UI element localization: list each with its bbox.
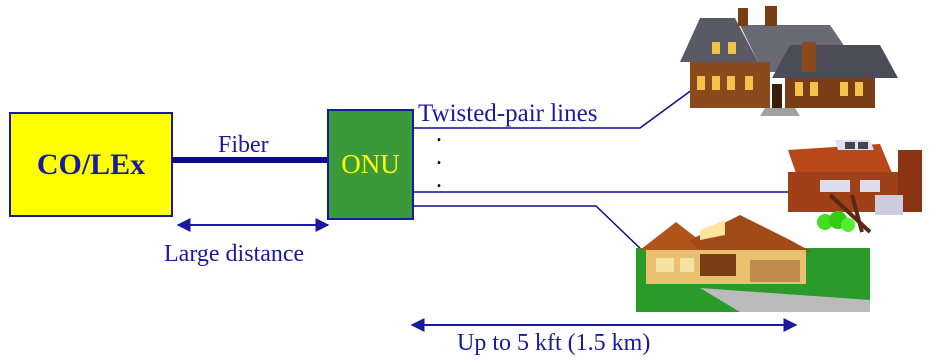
onu-box	[327, 109, 414, 220]
twisted-pair-line-3	[413, 205, 646, 254]
modern-house-icon	[788, 140, 922, 234]
ellipsis-dot-1: .	[436, 121, 442, 147]
victorian-house-icon	[680, 6, 898, 116]
fiber-label: Fiber	[218, 132, 269, 158]
onu-label: ONU	[341, 149, 400, 179]
co-lex-box	[9, 112, 173, 217]
ellipsis-dot-3: .	[436, 167, 442, 193]
twisted-pair-label: Twisted-pair lines	[418, 100, 598, 127]
ellipsis-dot-2: .	[436, 144, 442, 170]
co-lex-label: CO/LEx	[36, 147, 146, 181]
twisted-pair-line-1	[413, 83, 701, 129]
large-distance-label: Large distance	[164, 241, 305, 267]
loop-length-label: Up to 5 kft (1.5 km)	[457, 330, 651, 356]
suburban-house-icon	[636, 215, 870, 312]
